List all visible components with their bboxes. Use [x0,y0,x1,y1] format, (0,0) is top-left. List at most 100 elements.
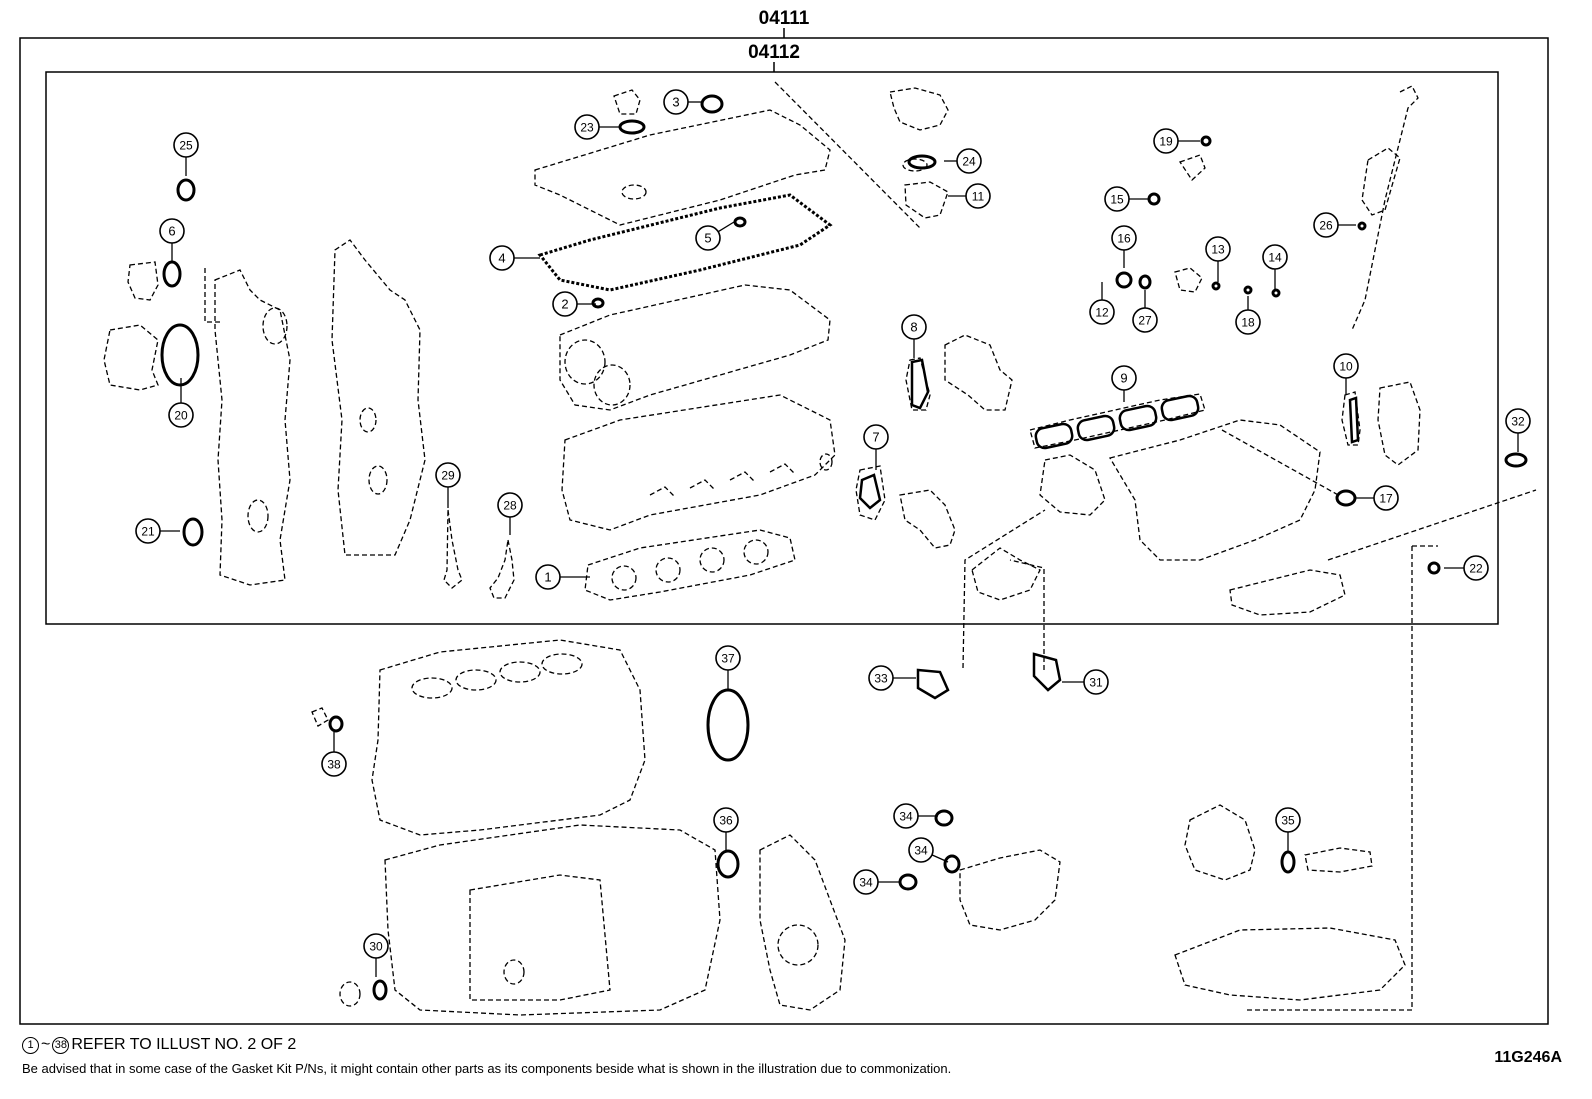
cylinder-head-gasket-outline [584,529,796,601]
gasket-32 [1504,452,1528,468]
callout-25: 25 [173,132,199,176]
callout-14: 14 [1262,244,1288,290]
gasket-kit-exploded-diagram: 04111 04112 [19,8,1549,1025]
callout-circle [868,665,894,691]
callout-circle [695,225,721,251]
callout-number: 29 [441,469,455,483]
callout-31: 31 [1062,669,1109,695]
callout-33: 33 [868,665,916,691]
gasket-24 [907,154,937,170]
kit-number-inner: 04112 [748,42,800,63]
timing-cover-left-outline [214,269,291,586]
callout-11: 11 [948,183,991,209]
intake-manifold-outline [1108,419,1321,561]
callout-3: 3 [663,89,702,115]
callout-circle [1313,212,1339,238]
intake-valve-outline [489,539,515,599]
egr-pipe-outline [944,334,1013,411]
callout-number: 38 [327,758,341,772]
gasket-17 [1335,489,1357,507]
callout-number: 4 [498,251,505,266]
callout-layer: 1234567891011121314151617181920212223242… [135,89,1531,977]
callout-number: 23 [580,121,594,135]
callout-leader [717,221,735,233]
seal-25 [176,178,196,202]
callout-circle [1463,555,1489,581]
callout-number: 31 [1089,676,1103,690]
callout-38: 38 [321,732,347,777]
callout-number: 28 [503,499,517,513]
callout-27: 27 [1132,290,1158,333]
callout-24: 24 [944,148,982,174]
callout-circle [574,114,600,140]
callout-6: 6 [159,218,185,262]
callout-circle [908,837,934,863]
callout-circle [321,751,347,777]
callout-number: 1 [544,570,551,585]
callout-circle [1132,307,1158,333]
intake-manifold-gasket-outline [1029,393,1206,449]
callout-30: 30 [363,933,389,977]
callout-2: 2 [552,291,596,317]
callout-15: 15 [1104,186,1150,212]
callout-number: 7 [872,430,879,445]
cylinder-block-outline [371,639,646,836]
callout-circle [1505,408,1531,434]
callout-number: 34 [914,844,928,858]
callout-13: 13 [1205,236,1231,282]
callout-37: 37 [715,645,741,690]
callout-number: 24 [962,155,976,169]
callout-5: 5 [695,221,735,251]
callout-circle [901,314,927,340]
callout-circle [552,291,578,317]
callout-1: 1 [535,564,590,590]
callout-number: 33 [874,672,888,686]
callout-number: 15 [1110,193,1124,207]
callout-number: 35 [1281,814,1295,828]
crankcase-outline [384,824,721,1016]
callout-circle [863,424,889,450]
callout-circle [1333,353,1359,379]
callout-34: 34 [908,837,949,863]
kit-number-outer: 04111 [759,8,810,29]
oil-dipstick-outline [1351,85,1419,331]
callout-number: 32 [1511,415,1525,429]
camshaft-housing-outline [559,284,831,411]
callout-34: 34 [853,869,900,895]
callout-number: 37 [721,652,735,666]
callout-circle [853,869,879,895]
callout-circle [489,245,515,271]
oil-pan-outline [1174,927,1406,1001]
callout-circle [1111,225,1137,251]
gasket-23 [618,119,646,135]
oil-seal-21 [182,517,204,547]
range-end-callout: 38 [52,1036,70,1054]
callout-number: 18 [1241,316,1255,330]
callout-number: 11 [972,190,985,204]
callout-number: 30 [369,940,383,954]
callout-number: 17 [1379,492,1393,506]
callout-circle [1205,236,1231,262]
callout-circle [1089,299,1115,325]
head-cover-gasket [537,193,833,292]
callout-35: 35 [1275,807,1301,852]
callout-number: 26 [1319,219,1333,233]
callout-circle [1275,807,1301,833]
callout-circle [497,492,523,518]
refer-note: 1 ~ 38 REFER TO ILLUST NO. 2 OF 2 [22,1036,296,1054]
cylinder-head-cover-outline [534,109,831,226]
callout-7: 7 [863,424,889,470]
callout-circle [1235,309,1261,335]
callout-36: 36 [713,807,739,852]
callout-number: 5 [704,231,711,246]
callout-number: 34 [899,810,913,824]
lower-timing-case-outline [759,834,846,1011]
callout-number: 12 [1095,306,1109,320]
disclaimer-text: Be advised that in some case of the Gask… [22,1061,952,1076]
cylinder-head-outline [561,394,836,531]
callout-circle [893,803,919,829]
callout-circle [168,402,194,428]
callout-number: 14 [1268,251,1282,265]
callout-circle [173,132,199,158]
callout-10: 10 [1333,353,1359,395]
